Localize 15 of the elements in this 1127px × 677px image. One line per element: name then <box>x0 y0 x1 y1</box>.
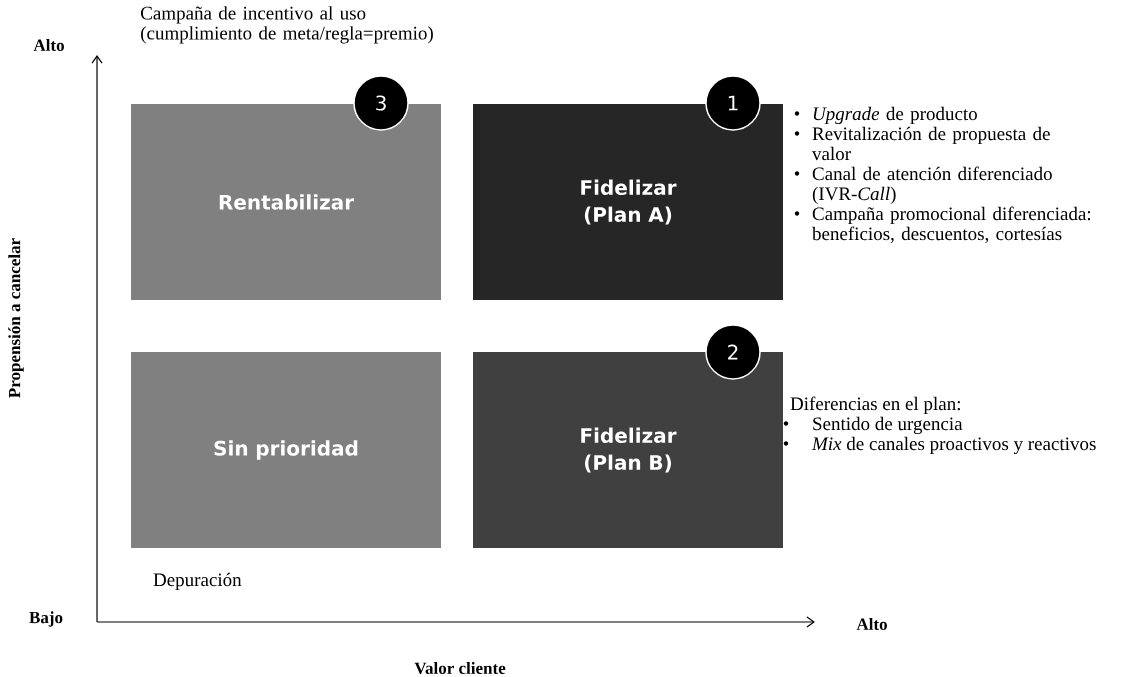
bullet-item: Upgrade de producto <box>813 106 977 125</box>
bullet-item: Campaña promocional diferenciada: beneficios, descuentos, cortesías <box>812 206 1091 243</box>
note-text: Diferencias en el plan: <box>790 396 960 415</box>
axis-label: Bajo <box>29 611 63 627</box>
note-text: Depuración <box>153 572 242 591</box>
bullet-item: Revitalización de propuesta de valor <box>812 126 1050 161</box>
bullet-item: Sentido de urgencia <box>813 416 963 435</box>
quadrant-box: Sin prioridad <box>131 352 441 548</box>
note-text: Campaña de incentivo al uso (cumplimiento de meta/regla=premio) <box>141 6 433 44</box>
axis-label: Alto <box>33 39 64 51</box>
bullet-item: Canal de atención diferenciado (IVR-Call) <box>812 166 1052 205</box>
axis-title: Valor cliente <box>414 661 506 674</box>
axis-title: Propensión a cancelar <box>8 238 24 398</box>
axis-label: Alto <box>856 618 887 630</box>
bullet-item: Mix de canales proactivos y reactivos <box>811 436 1096 455</box>
